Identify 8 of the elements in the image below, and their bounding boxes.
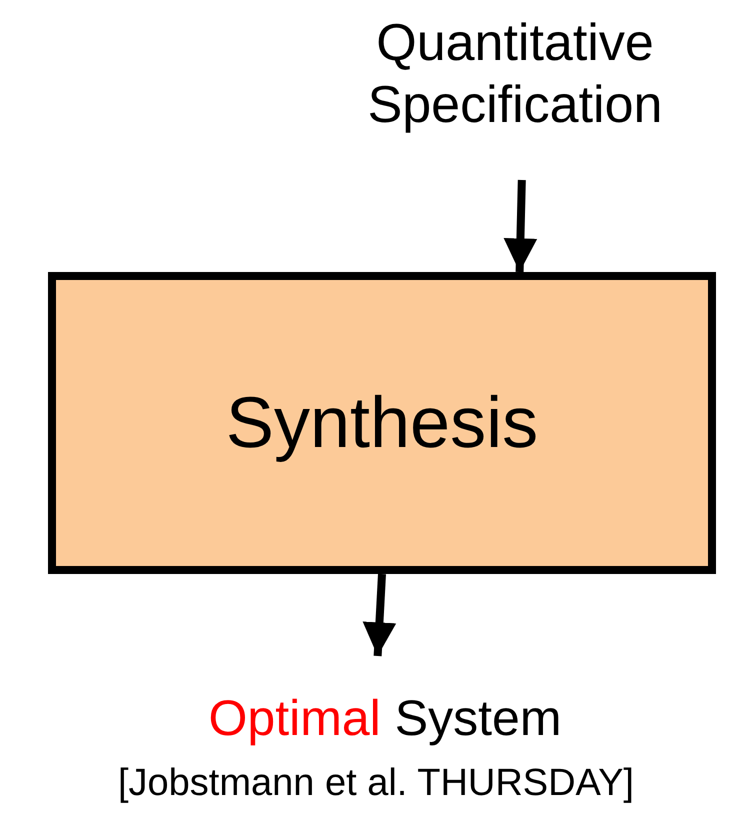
box-label: Synthesis <box>226 382 538 464</box>
citation-text: [Jobstmann et al. THURSDAY] <box>116 762 635 805</box>
arrow <box>504 180 538 272</box>
output-text: Optimal <box>208 689 381 748</box>
process-box <box>48 272 716 574</box>
output-text: System <box>394 689 562 748</box>
arrow <box>362 574 396 656</box>
input-text: Quantitative Specification <box>366 13 664 136</box>
